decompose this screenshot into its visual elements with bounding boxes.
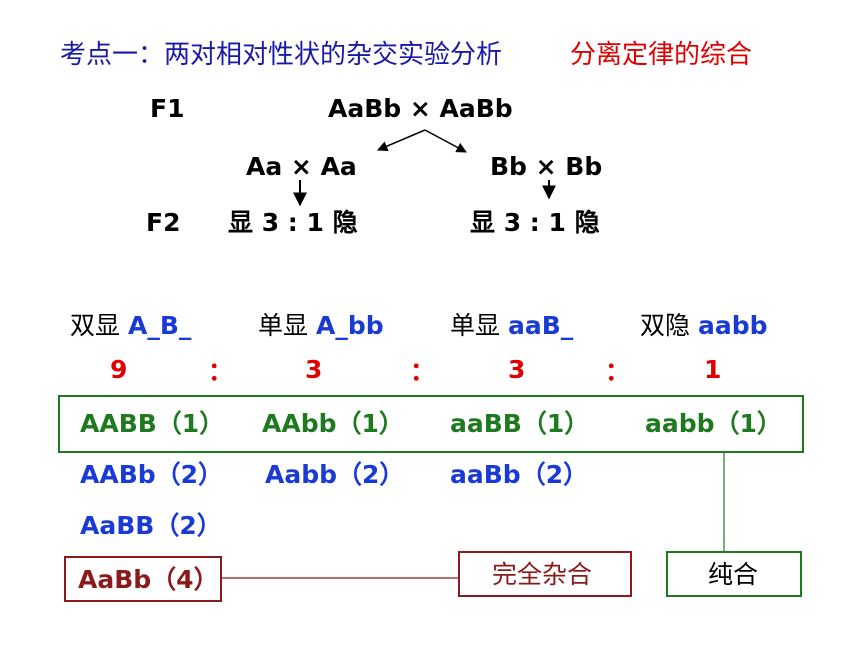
right-cross: Bb × Bb <box>490 152 603 181</box>
ratio-separator: ： <box>410 357 436 386</box>
phenotype-genotype: aaB_ <box>507 311 574 340</box>
genotype-aabb-upper: AABB（1） <box>80 409 225 438</box>
right-ratio: 显 3 : 1 隐 <box>470 208 600 237</box>
ratio-separator: ： <box>605 357 631 386</box>
genotype-aabb-mixed: AAbb（1） <box>262 409 404 438</box>
left-cross: Aa × Aa <box>246 152 357 181</box>
genotype-row2-1: AABb（2） <box>80 460 224 489</box>
phenotype-single-dominant-b: 单显 aaB_ <box>450 313 573 338</box>
title-main: 考点一：两对相对性状的杂交实验分析 <box>60 40 503 70</box>
phenotype-label: 双显 <box>70 311 121 340</box>
heterozygous-label-box <box>458 551 632 597</box>
phenotype-label: 双隐 <box>640 311 691 340</box>
phenotype-genotype: aabb <box>697 311 768 340</box>
genotype-aabb-lower: aabb（1） <box>645 409 782 438</box>
ratio-value: 3 <box>305 355 323 384</box>
phenotype-double-dominant: 双显 A_B_ <box>70 313 191 338</box>
genotype-row3-1: AaBB（2） <box>80 511 222 540</box>
homozygous-label-box <box>666 551 802 597</box>
phenotype-label: 单显 <box>450 311 501 340</box>
f1-label: F1 <box>150 94 185 123</box>
ratio-separator: ： <box>208 357 234 386</box>
phenotype-genotype: A_B_ <box>127 311 192 340</box>
ratio-value: 3 <box>508 355 526 384</box>
title-sub: 分离定律的综合 <box>570 40 753 70</box>
phenotype-double-recessive: 双隐 aabb <box>640 313 768 338</box>
branch-arrow-left <box>377 129 426 152</box>
genotype-row2-2: Aabb（2） <box>265 460 405 489</box>
genotype-row2-3: aaBb（2） <box>450 460 589 489</box>
ratio-value: 9 <box>110 355 128 384</box>
phenotype-genotype: A_bb <box>315 311 384 340</box>
homozygous-row-box <box>58 395 804 453</box>
homozygous-label: 纯合 <box>708 560 759 589</box>
ratio-value: 1 <box>704 355 722 384</box>
genotype-row4-1: AaBb（4） <box>78 565 219 594</box>
genotype-aabb-lower-upper: aaBB（1） <box>450 409 590 438</box>
branch-arrow-right <box>424 129 467 153</box>
f1-cross: AaBb × AaBb <box>328 94 513 123</box>
phenotype-label: 单显 <box>258 311 309 340</box>
left-ratio: 显 3 : 1 隐 <box>228 208 358 237</box>
phenotype-single-dominant-a: 单显 A_bb <box>258 313 384 338</box>
f2-label: F2 <box>146 208 181 237</box>
heterozygous-genotype-box <box>64 556 222 602</box>
heterozygous-label: 完全杂合 <box>492 560 593 589</box>
